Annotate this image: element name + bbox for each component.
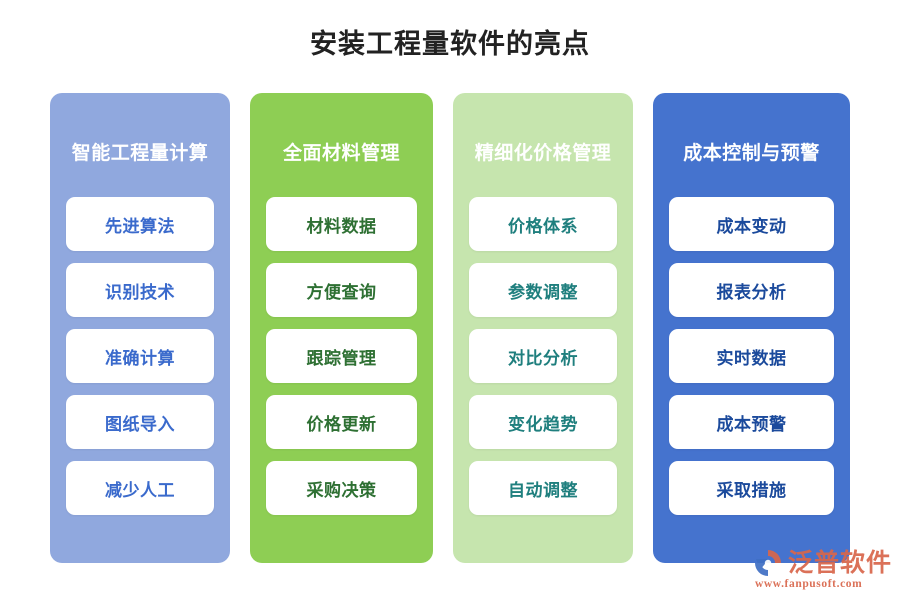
item-card[interactable]: 准确计算 [66,329,214,383]
column-refined-price-management[interactable]: 精细化价格管理 价格体系 参数调整 对比分析 变化趋势 自动调整 [453,93,633,563]
item-card[interactable]: 方便查询 [266,263,417,317]
item-card[interactable]: 自动调整 [469,461,617,515]
column-header-3: 成本控制与预警 [683,143,820,164]
item-card[interactable]: 识别技术 [66,263,214,317]
column-items-3: 成本变动 报表分析 实时数据 成本预警 采取措施 [669,197,834,515]
column-items-2: 价格体系 参数调整 对比分析 变化趋势 自动调整 [469,197,617,515]
item-card[interactable]: 参数调整 [469,263,617,317]
item-card[interactable]: 变化趋势 [469,395,617,449]
column-items-0: 先进算法 识别技术 准确计算 图纸导入 减少人工 [66,197,214,515]
item-card[interactable]: 材料数据 [266,197,417,251]
item-card[interactable]: 减少人工 [66,461,214,515]
item-card[interactable]: 成本变动 [669,197,834,251]
page-title: 安装工程量软件的亮点 [310,29,590,59]
item-card[interactable]: 跟踪管理 [266,329,417,383]
column-items-1: 材料数据 方便查询 跟踪管理 价格更新 采购决策 [266,197,417,515]
columns-container: 智能工程量计算 先进算法 识别技术 准确计算 图纸导入 减少人工 全面材料管理 … [50,93,850,563]
column-header-2: 精细化价格管理 [474,143,612,164]
item-card[interactable]: 采取措施 [669,461,834,515]
item-card[interactable]: 图纸导入 [66,395,214,449]
column-header-0: 智能工程量计算 [71,143,209,164]
item-card[interactable]: 价格更新 [266,395,417,449]
column-intelligent-quantity-calculation[interactable]: 智能工程量计算 先进算法 识别技术 准确计算 图纸导入 减少人工 [50,93,230,563]
item-card[interactable]: 先进算法 [66,197,214,251]
column-cost-control-and-alert[interactable]: 成本控制与预警 成本变动 报表分析 实时数据 成本预警 采取措施 [653,93,850,563]
item-card[interactable]: 报表分析 [669,263,834,317]
watermark-url: www.fanpusoft.com [754,578,863,590]
item-card[interactable]: 成本预警 [669,395,834,449]
item-card[interactable]: 采购决策 [266,461,417,515]
item-card[interactable]: 价格体系 [469,197,617,251]
item-card[interactable]: 对比分析 [469,329,617,383]
column-comprehensive-material-management[interactable]: 全面材料管理 材料数据 方便查询 跟踪管理 价格更新 采购决策 [250,93,433,563]
column-header-1: 全面材料管理 [282,143,400,164]
item-card[interactable]: 实时数据 [669,329,834,383]
